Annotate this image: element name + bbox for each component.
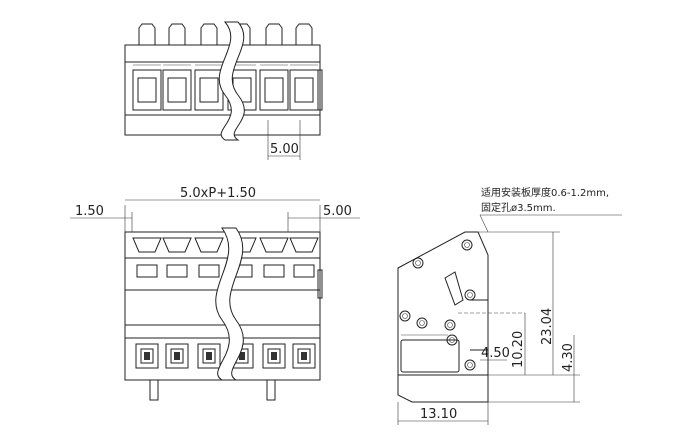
top-pitch-label: 5.00 xyxy=(270,142,299,157)
mounting-hole xyxy=(399,310,411,322)
top-pole xyxy=(259,23,289,111)
side-view xyxy=(397,214,525,403)
front-pole xyxy=(162,237,192,369)
top-pole xyxy=(289,23,319,111)
break-line-top xyxy=(218,21,245,141)
mounting-hole xyxy=(464,289,476,301)
mounting-hole xyxy=(444,319,456,331)
front-dimensions: 5.0xP+1.50 1.50 5.00 xyxy=(70,186,360,232)
note-line-1: 适用安装板厚度0.6-1.2mm, xyxy=(481,186,609,199)
mounting-hole xyxy=(464,359,476,371)
side-pin-label: 4.30 xyxy=(561,343,576,372)
top-pitch-dimension: 5.00 xyxy=(267,120,301,160)
top-pole xyxy=(194,23,224,111)
front-pole xyxy=(194,237,224,369)
front-pole xyxy=(289,237,319,369)
front-pitch-label: 5.00 xyxy=(323,204,352,219)
side-depth-label: 13.10 xyxy=(420,407,457,422)
front-overall-label: 5.0xP+1.50 xyxy=(180,186,256,201)
mounting-hole xyxy=(412,257,424,269)
front-pole xyxy=(259,237,289,369)
mounting-hole xyxy=(446,334,458,346)
top-pole xyxy=(132,23,162,111)
front-view xyxy=(124,231,323,401)
side-dimensions: 23.04 10.20 4.50 4.30 13.10 xyxy=(397,231,580,425)
side-height-label: 23.04 xyxy=(540,308,555,345)
mounting-hole xyxy=(416,317,428,329)
side-view-holes xyxy=(399,239,476,371)
top-view xyxy=(124,23,323,136)
mounting-note: 适用安装板厚度0.6-1.2mm, 固定孔ø3.5mm. xyxy=(480,186,622,216)
top-pole xyxy=(162,23,192,111)
front-pole xyxy=(132,237,162,369)
note-line-2: 固定孔ø3.5mm. xyxy=(481,201,556,214)
side-offset-label: 4.50 xyxy=(481,346,510,361)
mounting-hole xyxy=(461,239,473,251)
side-hole-height-label: 10.20 xyxy=(511,331,526,368)
front-left-label: 1.50 xyxy=(75,204,104,219)
break-line-front xyxy=(215,227,244,381)
